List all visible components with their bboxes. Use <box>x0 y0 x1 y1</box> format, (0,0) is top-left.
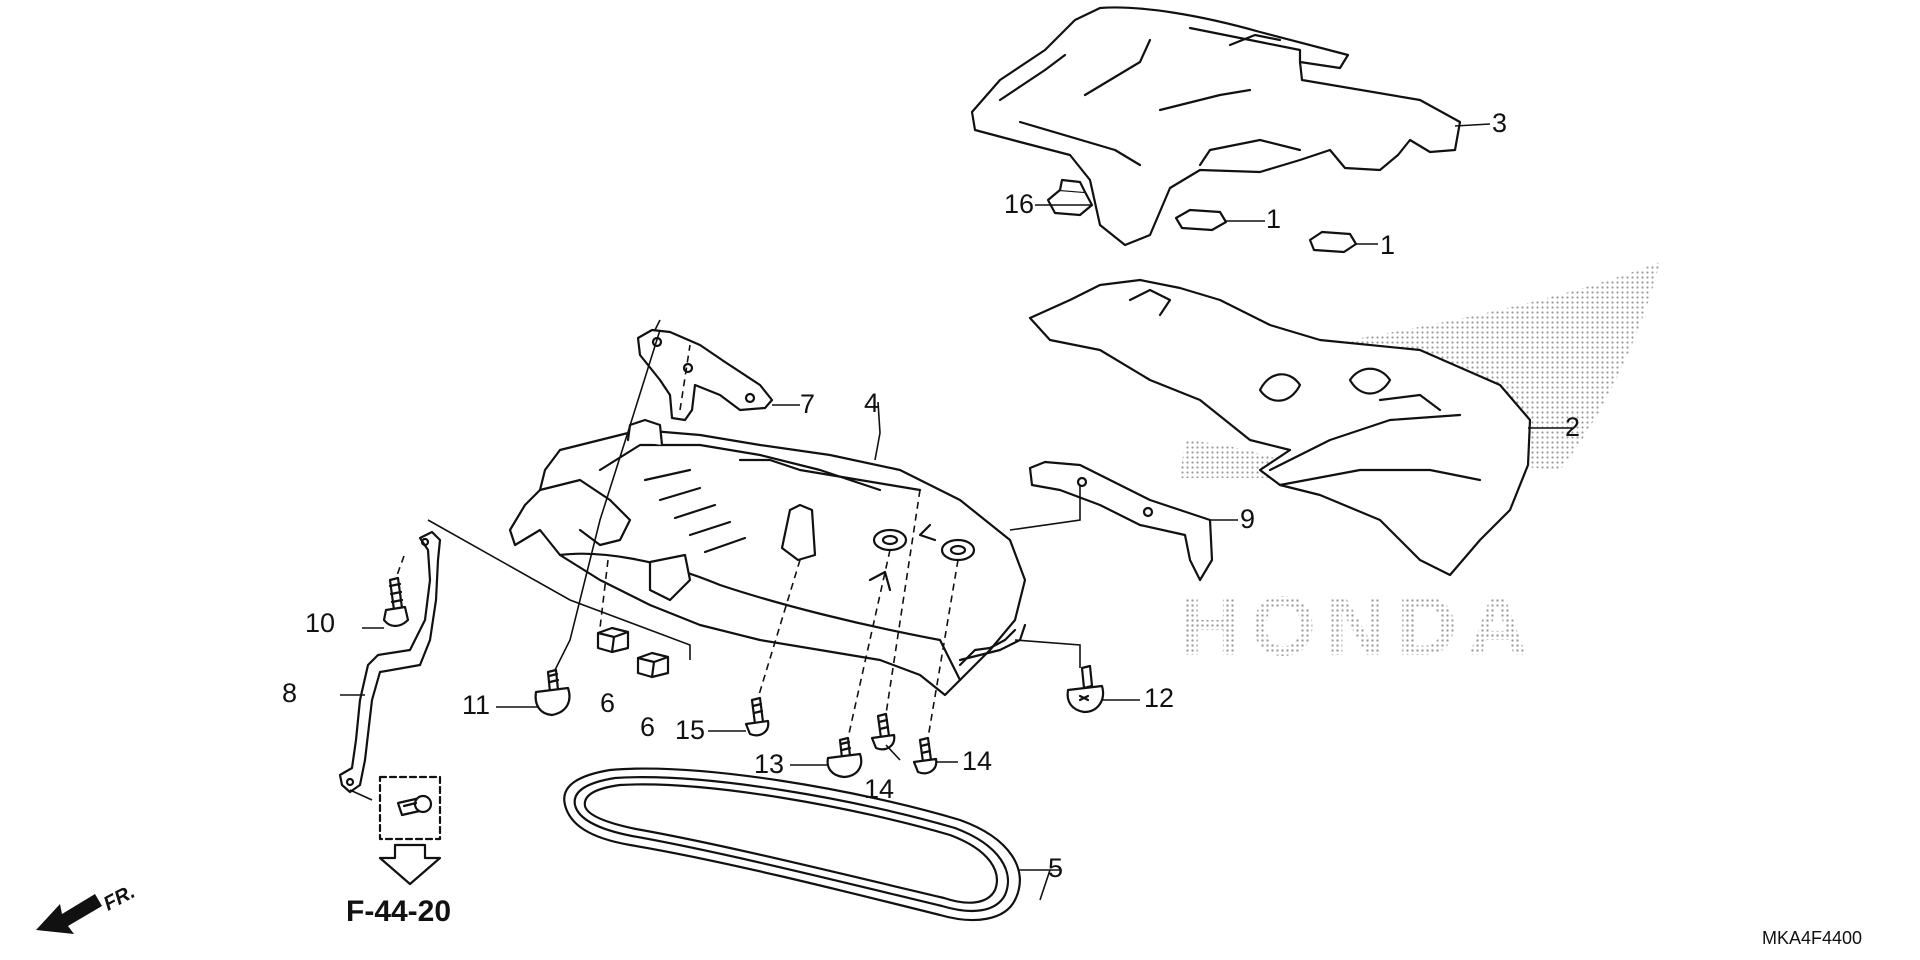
callout-6b: 6 <box>640 712 656 742</box>
reference-label: F-44-20 <box>346 895 452 928</box>
part-13-bolt <box>826 736 863 779</box>
callout-4: 4 <box>864 388 880 418</box>
callout-13: 13 <box>754 749 785 779</box>
callout-7: 7 <box>800 389 816 419</box>
callout-11: 11 <box>462 690 491 720</box>
callout-2: 2 <box>1565 412 1581 442</box>
reference-arrow <box>378 843 442 886</box>
part-7-stay <box>636 328 774 422</box>
part-12-bolt <box>1066 664 1105 714</box>
callout-1b: 1 <box>1380 230 1396 260</box>
part-14-screw-a <box>870 712 896 751</box>
part-9-bracket <box>1028 460 1214 582</box>
part-11-bolt <box>534 668 571 717</box>
callout-1a: 1 <box>1266 204 1282 234</box>
front-direction-arrow <box>36 894 102 934</box>
callout-8: 8 <box>282 678 298 708</box>
part-2-inner-cover <box>1028 278 1532 577</box>
callout-15: 15 <box>675 715 706 745</box>
callout-9: 9 <box>1240 504 1256 534</box>
part-8-stay-rod <box>338 530 442 794</box>
part-4-meter-assembly <box>508 418 1027 697</box>
callout-6a: 6 <box>600 688 616 718</box>
part-1-nut-a <box>1174 208 1228 232</box>
callout-16: 16 <box>1004 189 1035 219</box>
part-6-cushion-a <box>596 626 630 654</box>
callout-3: 3 <box>1492 108 1508 138</box>
part-5-seal-ring <box>563 767 1021 922</box>
callout-14b: 14 <box>962 746 993 776</box>
callout-5: 5 <box>1048 853 1064 883</box>
part-6-cushion-b <box>636 651 670 679</box>
part-16-clip <box>1046 178 1094 217</box>
honda-watermark: HONDA <box>1180 579 1538 673</box>
callout-10: 10 <box>305 608 336 638</box>
screw-detail-box <box>378 775 442 841</box>
part-1-nut-b <box>1308 230 1358 254</box>
part-15-screw <box>744 696 770 737</box>
callout-12: 12 <box>1144 683 1175 713</box>
callout-leaders <box>340 123 1572 901</box>
part-14-screw-b <box>912 736 938 775</box>
diagram-code: MKA4F4400 <box>1762 928 1863 948</box>
part-10-screw <box>382 576 410 628</box>
part-3-upper-cover <box>970 6 1462 247</box>
callout-14a: 14 <box>864 774 895 804</box>
